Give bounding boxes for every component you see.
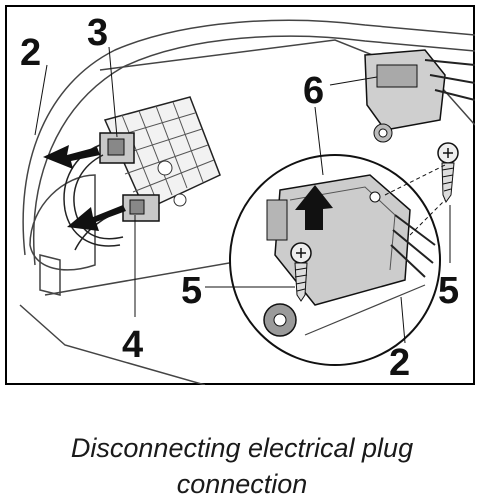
callout-5-right: 5 bbox=[438, 270, 459, 312]
detail-magnifier bbox=[229, 154, 441, 366]
removal-arrow-lower bbox=[67, 205, 126, 231]
callout-2-left: 2 bbox=[20, 32, 41, 74]
callout-5-left: 5 bbox=[181, 270, 202, 312]
leader-lines bbox=[34, 46, 451, 344]
pull-arrow bbox=[295, 185, 333, 230]
left-connector-4 bbox=[122, 194, 160, 222]
callout-4: 4 bbox=[122, 324, 143, 366]
callout-2-bottom: 2 bbox=[389, 342, 410, 384]
figure-caption: Disconnecting electrical plug connection bbox=[0, 430, 484, 502]
caption-line-1: Disconnecting electrical plug bbox=[70, 433, 414, 463]
grid-panel bbox=[103, 96, 221, 212]
technical-diagram: 2 3 6 5 4 2 5 bbox=[5, 5, 475, 385]
callout-3: 3 bbox=[87, 12, 108, 54]
left-connector-3 bbox=[99, 132, 135, 164]
control-module-upper bbox=[364, 49, 475, 143]
screw-left bbox=[290, 242, 312, 302]
screw-right bbox=[437, 142, 459, 204]
removal-arrow-upper bbox=[43, 145, 100, 169]
callout-6: 6 bbox=[303, 70, 324, 112]
caption-line-2: connection bbox=[176, 469, 308, 499]
